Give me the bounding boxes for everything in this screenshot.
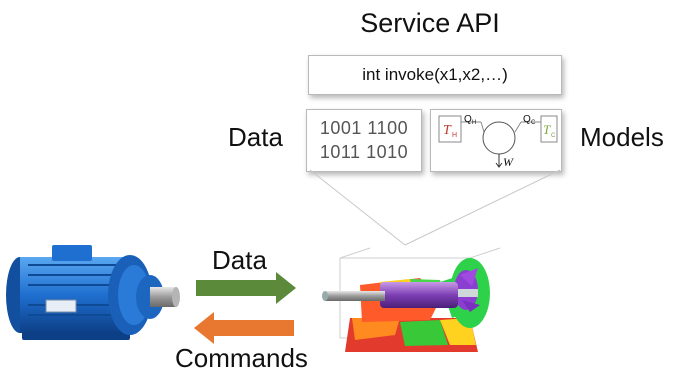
heat-in-subscript: H xyxy=(472,120,476,126)
motor-simulation-icon xyxy=(322,247,501,352)
bit-row-2: 1011 1010 xyxy=(319,142,409,162)
commands-flow-arrow xyxy=(194,312,294,344)
data-flow-arrow xyxy=(196,272,296,304)
invoke-signature-text: int invoke(x1,x2,…) xyxy=(362,65,508,84)
electric-motor-icon xyxy=(6,245,180,340)
models-panel-label: Models xyxy=(580,122,664,152)
heat-engine-model-icon: T H Q H Q C T C W xyxy=(438,114,558,169)
connector-lines xyxy=(309,169,561,246)
hot-temp-subscript: H xyxy=(452,132,457,139)
data-panel: 1001 1100 1011 1010 xyxy=(306,109,422,172)
data-arrow-label: Data xyxy=(212,245,267,275)
commands-arrow-label: Commands xyxy=(175,343,308,373)
bit-row-1: 1001 1100 xyxy=(319,118,409,138)
heat-out-symbol: Q xyxy=(523,114,531,125)
hot-temp-symbol: T xyxy=(443,123,452,138)
cold-temp-subscript: C xyxy=(551,133,556,139)
cold-temp-symbol: T xyxy=(543,122,551,137)
service-api-title: Service API xyxy=(360,8,500,38)
data-panel-label: Data xyxy=(228,122,283,152)
heat-out-subscript: C xyxy=(531,120,536,126)
invoke-signature-box: int invoke(x1,x2,…) xyxy=(308,55,562,95)
heat-in-symbol: Q xyxy=(464,114,472,125)
work-symbol: W xyxy=(503,155,514,169)
models-panel: T H Q H Q C T C W xyxy=(430,109,562,172)
